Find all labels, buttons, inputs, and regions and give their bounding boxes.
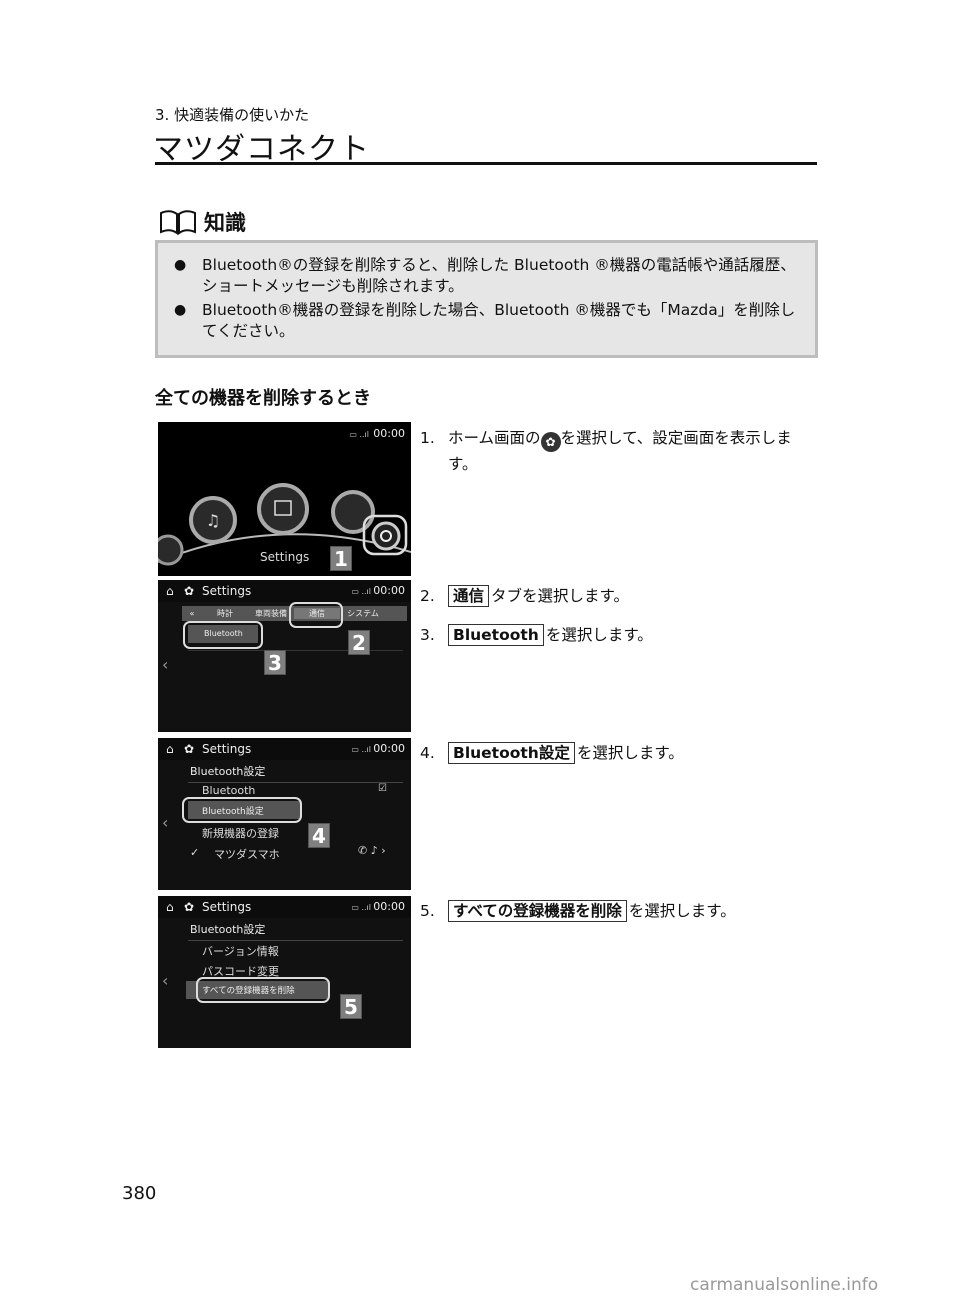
home-arc: ♫ — [158, 483, 411, 566]
step-number: 5. — [420, 902, 435, 920]
key-label: Bluetooth設定 — [448, 742, 575, 764]
knowledge-item: ●Bluetooth®の登録を削除すると、削除した Bluetooth ®機器の… — [174, 256, 796, 295]
highlight-tab — [289, 602, 343, 628]
page-number: 380 — [122, 1183, 157, 1204]
clock: 00:00 — [373, 427, 405, 440]
home-label: Settings — [260, 550, 310, 564]
step-text-before: ホーム画面の — [448, 429, 541, 447]
callout-2: 2 — [348, 630, 370, 655]
status-icons: ▭ ..ıl — [351, 587, 371, 596]
menu-header: Bluetooth設定 — [190, 765, 266, 778]
home-icon[interactable]: ⌂ — [166, 584, 174, 598]
step-1: 1. ホーム画面の✿を選択して、設定画面を表示します。 — [420, 426, 820, 476]
screen-topbar: ⌂ ✿ Settings ▭ ..ıl 00:00 — [158, 896, 411, 918]
screenshot-bt-settings: ⌂ ✿ Settings ▭ ..ıl 00:00 Bluetooth設定 バー… — [158, 896, 411, 1048]
screen-topbar: ⌂ ✿ Settings ▭ ..ıl 00:00 — [158, 738, 411, 760]
highlight-bluetooth — [183, 621, 263, 649]
knowledge-box: ●Bluetooth®の登録を削除すると、削除した Bluetooth ®機器の… — [155, 240, 818, 358]
screenshot-bluetooth: ⌂ ✿ Settings ▭ ..ıl 00:00 Bluetooth設定 Bl… — [158, 738, 411, 890]
page-title: マツダコネクト — [153, 132, 370, 167]
highlight-bt-settings — [182, 797, 302, 823]
tab-comm[interactable]: 通信 — [294, 608, 340, 619]
phone-music-icons: ✆ ♪ › — [358, 844, 386, 857]
tab-bar: « 時計 車両装備 通信 システム — [182, 606, 407, 621]
menu-item-passcode[interactable]: パスコード変更 — [202, 965, 279, 978]
section-heading: 全ての機器を削除するとき — [155, 388, 371, 409]
tab-prev-icon[interactable]: « — [189, 609, 195, 618]
step-2: 2. 通信タブを選択します。 — [420, 584, 629, 608]
step-number: 1. — [420, 429, 435, 447]
settings-gear-icon: ✿ — [540, 432, 561, 452]
step-number: 4. — [420, 744, 435, 762]
device-item[interactable]: マツダスマホ — [214, 848, 280, 861]
key-label: すべての登録機器を削除 — [448, 900, 627, 922]
screen-title: Settings — [202, 584, 252, 598]
svg-text:♫: ♫ — [206, 511, 220, 530]
screen-topbar: ⌂ ✿ Settings ▭ ..ıl 00:00 — [158, 580, 411, 602]
menu-header: Bluetooth設定 — [190, 923, 266, 936]
gear-icon: ✿ — [184, 742, 195, 756]
step-number: 2. — [420, 587, 435, 605]
knowledge-heading-text: 知識 — [204, 211, 246, 235]
callout-1: 1 — [330, 546, 352, 571]
step-text-after: を選択します。 — [545, 626, 653, 644]
title-divider — [155, 162, 817, 165]
step-text-after: を選択して、設定画面を表示します。 — [448, 429, 792, 473]
tab-system[interactable]: システム — [347, 609, 379, 618]
step-text-after: タブを選択します。 — [491, 587, 629, 605]
step-5: 5. すべての登録機器を削除を選択します。 — [420, 899, 736, 923]
check-icon: ✓ — [190, 846, 200, 859]
step-text-after: を選択します。 — [628, 902, 736, 920]
checkbox-icon[interactable]: ☑ — [378, 783, 387, 794]
callout-5: 5 — [340, 994, 362, 1019]
watermark: carmanualsonline.info — [690, 1275, 879, 1295]
divider — [188, 650, 403, 651]
screenshot-home: 00:00 ▭ ..ıl ♫ Settings 1 — [158, 422, 411, 576]
tab-clock[interactable]: 時計 — [217, 609, 233, 618]
back-icon[interactable]: ‹ — [162, 813, 169, 832]
knowledge-item-text: Bluetooth®機器の登録を削除した場合、Bluetooth ®機器でも「M… — [202, 301, 796, 340]
screen-title: Settings — [202, 900, 252, 914]
menu-item-version[interactable]: バージョン情報 — [202, 945, 279, 958]
tab-vehicle[interactable]: 車両装備 — [255, 609, 287, 618]
knowledge-item-text: Bluetooth®の登録を削除すると、削除した Bluetooth ®機器の電… — [202, 256, 796, 295]
callout-3: 3 — [264, 650, 286, 675]
step-text: ホーム画面の✿を選択して、設定画面を表示します。 — [448, 426, 820, 476]
callout-4: 4 — [308, 823, 330, 848]
status-icons: ▭ ..ıl — [351, 903, 371, 912]
home-icon[interactable]: ⌂ — [166, 742, 174, 756]
back-icon[interactable]: ‹ — [162, 971, 169, 990]
menu-item-bluetooth[interactable]: Bluetooth — [202, 784, 256, 797]
gear-icon: ✿ — [184, 900, 195, 914]
screenshot-tabs: ⌂ ✿ Settings ▭ ..ıl 00:00 « 時計 車両装備 通信 シ… — [158, 580, 411, 732]
menu-item-delete-all[interactable]: すべての登録機器を削除 — [186, 981, 328, 999]
knowledge-heading: 知識 — [158, 207, 246, 237]
status-icons: ▭ ..ıl — [349, 430, 369, 439]
book-icon — [160, 210, 196, 235]
status-icons: ▭ ..ıl — [351, 745, 371, 754]
divider — [188, 782, 403, 783]
clock: 00:00 — [373, 742, 405, 755]
bluetooth-item[interactable]: Bluetooth — [188, 625, 258, 643]
gear-icon: ✿ — [184, 584, 195, 598]
screen-title: Settings — [202, 742, 252, 756]
step-text-after: を選択します。 — [576, 744, 684, 762]
menu-item-register[interactable]: 新規機器の登録 — [202, 827, 279, 840]
divider — [188, 940, 403, 941]
home-icon[interactable]: ⌂ — [166, 900, 174, 914]
key-label: Bluetooth — [448, 624, 544, 646]
highlight-delete-all — [196, 977, 330, 1003]
clock: 00:00 — [373, 584, 405, 597]
back-icon[interactable]: ‹ — [162, 655, 169, 674]
key-label: 通信 — [448, 585, 490, 607]
knowledge-item: ●Bluetooth®機器の登録を削除した場合、Bluetooth ®機器でも「… — [174, 301, 796, 340]
step-4: 4. Bluetooth設定を選択します。 — [420, 741, 684, 765]
chapter-label: 3. 快適装備の使いかた — [155, 106, 310, 124]
menu-item-bt-settings[interactable]: Bluetooth設定 — [188, 801, 300, 819]
clock: 00:00 — [373, 900, 405, 913]
step-number: 3. — [420, 626, 435, 644]
